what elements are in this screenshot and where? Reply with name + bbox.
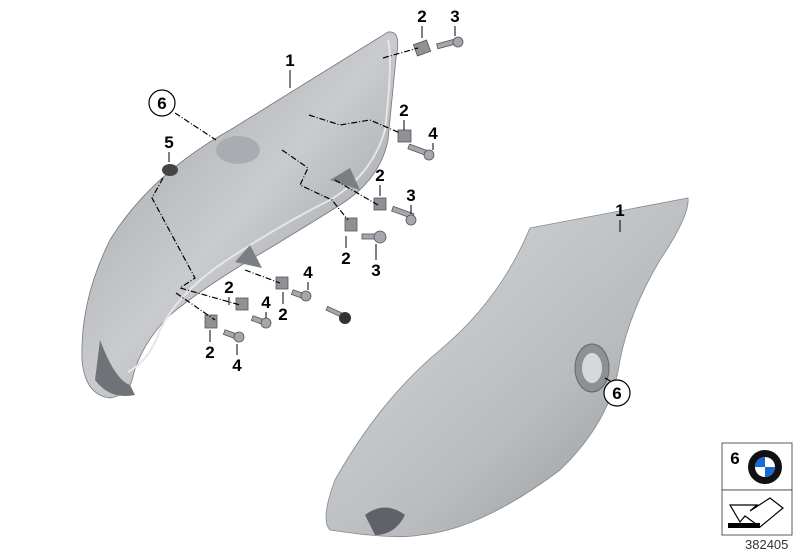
callout-2: 2 [341, 249, 350, 268]
callout-2: 2 [278, 305, 287, 324]
callout-1: 1 [285, 51, 294, 70]
callout-2: 2 [205, 343, 214, 362]
callout-4: 4 [232, 356, 242, 375]
bmw-logo-icon [748, 450, 782, 484]
callout-6-circled: 6 [612, 384, 621, 403]
legend-item-number: 6 [730, 449, 739, 468]
callout-4: 4 [428, 124, 438, 143]
callout-3: 3 [450, 7, 459, 26]
callout-3: 3 [406, 186, 415, 205]
callout-2: 2 [417, 7, 426, 26]
callout-3: 3 [371, 261, 380, 280]
fasteners [162, 36, 464, 343]
callout-5: 5 [164, 133, 173, 152]
callout-4: 4 [303, 263, 313, 282]
callout-6-circled: 6 [157, 94, 166, 113]
callout-2: 2 [224, 278, 233, 297]
right-side-panel [325, 197, 689, 538]
legend-box: 6 [721, 442, 793, 536]
callout-1: 1 [615, 201, 624, 220]
callouts-left: 2 3 1 6 2 4 5 2 3 2 3 4 2 4 2 2 4 [148, 7, 460, 375]
direction-arrow-icon [728, 497, 784, 528]
callouts-right: 1 6 [603, 201, 631, 407]
callout-2: 2 [399, 101, 408, 120]
callout-2: 2 [375, 166, 384, 185]
left-side-panel [81, 31, 399, 399]
callout-4: 4 [261, 293, 271, 312]
diagram-number: 382405 [745, 537, 789, 552]
leader-lines [151, 26, 621, 386]
